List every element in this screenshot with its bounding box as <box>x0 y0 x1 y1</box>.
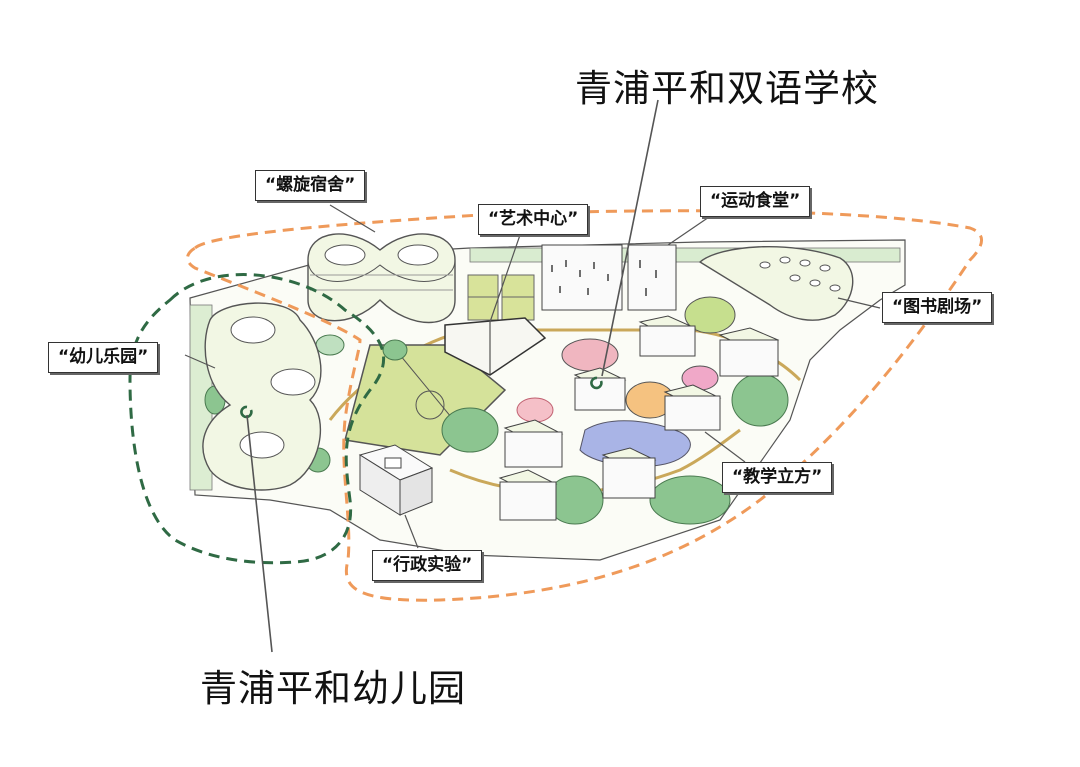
kindergarten-boundary <box>128 273 386 565</box>
teaching-cube-4 <box>663 384 722 431</box>
canteen-block-2 <box>627 244 677 311</box>
trees-1 <box>441 407 499 453</box>
library-leader-line <box>837 297 881 309</box>
dorm-label: “螺旋宿舍” <box>255 170 366 201</box>
admin-leader-line <box>404 514 419 549</box>
garden-green <box>684 296 736 334</box>
kids-park-leader-line <box>184 354 216 369</box>
admin-lab-building <box>358 444 434 516</box>
school-title: 青浦平和双语学校 <box>575 67 879 110</box>
art-center-label: “艺术中心” <box>478 204 589 235</box>
canteen-leader-line <box>667 214 713 246</box>
trees-3 <box>731 373 789 427</box>
canteen-label: “运动食堂” <box>700 186 811 217</box>
kindergarten-leader-line <box>246 414 273 653</box>
trees-8 <box>315 334 345 356</box>
garden-pink <box>561 338 619 372</box>
kindergarten-title: 青浦平和幼儿园 <box>200 667 466 710</box>
teaching-cube-6 <box>601 447 657 499</box>
art-leader-line <box>489 234 521 323</box>
library-skylights <box>759 256 841 292</box>
kindergarten-location-marker <box>240 405 253 419</box>
teaching-label: “教学立方” <box>722 462 833 493</box>
teaching-cube-5 <box>503 419 564 468</box>
admin-label: “行政实验” <box>372 550 483 581</box>
teaching-cube-3 <box>718 327 780 377</box>
school-leader-line <box>601 99 659 377</box>
library-theater <box>698 245 854 321</box>
teaching-leader-line <box>704 431 746 463</box>
trees-5 <box>382 339 408 361</box>
canteen-windows <box>551 260 657 296</box>
teaching-cube-7 <box>498 469 558 521</box>
canteen-block-1 <box>541 244 623 311</box>
spiral-dorm <box>307 233 456 324</box>
school-boundary <box>186 209 983 602</box>
teaching-cube-2 <box>638 315 697 357</box>
kindergarten-building <box>202 302 322 491</box>
art-center <box>444 317 547 376</box>
school-location-marker <box>590 376 603 390</box>
trees-4 <box>649 475 731 525</box>
dorm-leader-line <box>329 204 376 233</box>
garden-rings <box>516 397 554 423</box>
teaching-cube-1 <box>573 367 627 411</box>
kids-park-label: “幼儿乐园” <box>48 342 159 373</box>
library-label: “图书剧场” <box>882 292 993 323</box>
